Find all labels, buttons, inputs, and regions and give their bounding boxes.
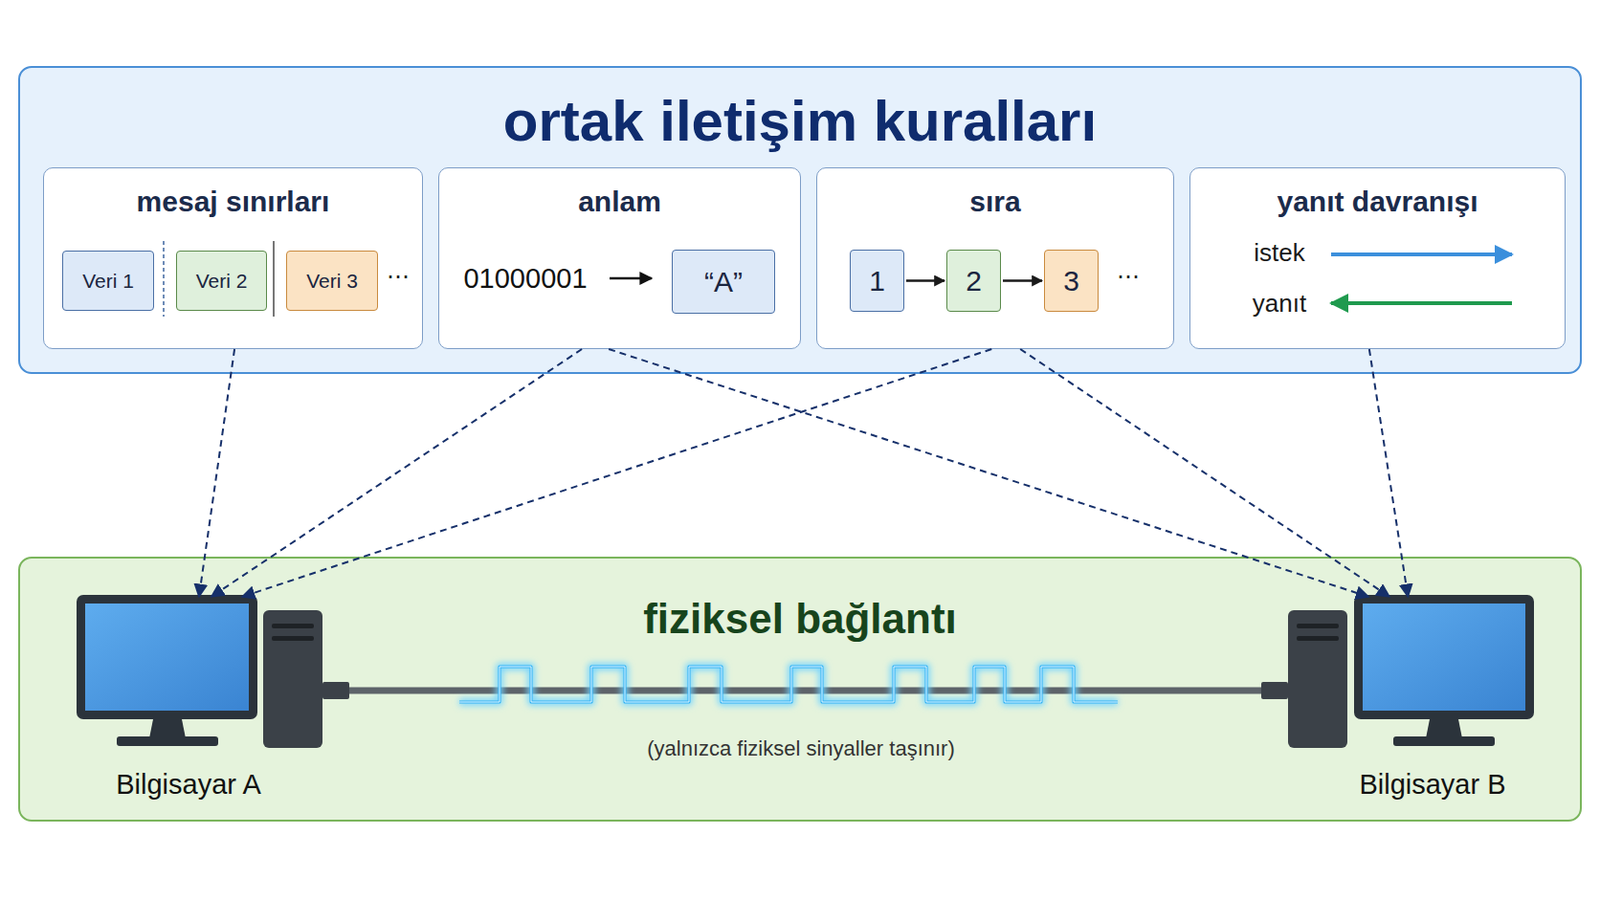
node-heading: mesaj sınırları <box>44 184 423 220</box>
dashed-arrow <box>199 349 235 598</box>
sequence-arrow <box>906 279 945 283</box>
node-heading: Veri 1 <box>82 269 134 292</box>
computer: Bilgisayar A <box>78 597 325 799</box>
rule-box: sıra 1 2 3 <box>816 167 1175 350</box>
node-heading: sıra <box>817 184 1174 220</box>
physical-panel: fiziksel bağlantıBilgisayar ABilgisayar … <box>18 556 1582 823</box>
computer: Bilgisayar B <box>1289 597 1536 799</box>
dashed-arrow <box>1369 349 1409 598</box>
computer-illustration <box>1288 595 1534 749</box>
rule-box: yanıt davranışı <box>1189 167 1566 350</box>
rule-box: mesaj sınırlarıVeri 1 Veri 2 Veri 3 <box>43 167 423 350</box>
sequence-arrow <box>1002 279 1043 283</box>
node-heading: Veri 3 <box>306 269 358 292</box>
rule-box: anlam “A” <box>438 167 801 350</box>
rules-panel: ortak iletişim kuralları mesaj sınırlarıV… <box>18 66 1582 375</box>
node-heading: ortak iletişim kuralları <box>20 88 1580 156</box>
node-heading: “A” <box>704 266 743 298</box>
signal-glow <box>459 666 1118 703</box>
node-heading: 1 <box>868 265 886 297</box>
cable-plug <box>1261 682 1289 700</box>
divider-dashed <box>162 241 165 317</box>
data-chip: Veri 3 <box>286 250 378 312</box>
node-heading: fiziksel bağlantı <box>20 594 1580 645</box>
meaning-arrow <box>609 277 652 281</box>
sequence-box: 2 <box>946 249 1001 312</box>
sequence-box: 1 <box>849 249 905 312</box>
dashed-arrow <box>608 349 1369 598</box>
node-heading: Bilgisayar A <box>73 770 304 800</box>
sequence-box: 3 <box>1044 249 1099 312</box>
signal-core <box>459 666 1118 703</box>
node-heading: anlam <box>439 184 800 220</box>
node-heading: 2 <box>965 265 982 297</box>
dashed-arrow <box>242 349 992 598</box>
dashed-arrow <box>1020 349 1390 598</box>
node-heading: Bilgisayar B <box>1317 770 1548 800</box>
data-chip: Veri 1 <box>62 250 155 312</box>
signal-wave <box>459 666 1118 703</box>
node-heading: 3 <box>1063 265 1080 297</box>
cable-plug <box>322 682 350 700</box>
request-arrow <box>1331 252 1512 257</box>
node-heading: Veri 2 <box>196 269 248 292</box>
response-arrow <box>1331 301 1512 306</box>
node-heading: yanıt davranışı <box>1190 184 1565 220</box>
cable <box>349 688 1262 695</box>
data-chip: Veri 2 <box>176 250 267 312</box>
dashed-arrow <box>211 349 582 598</box>
divider-solid <box>272 241 275 317</box>
character-box: “A” <box>671 249 776 314</box>
computer-illustration <box>76 595 323 749</box>
